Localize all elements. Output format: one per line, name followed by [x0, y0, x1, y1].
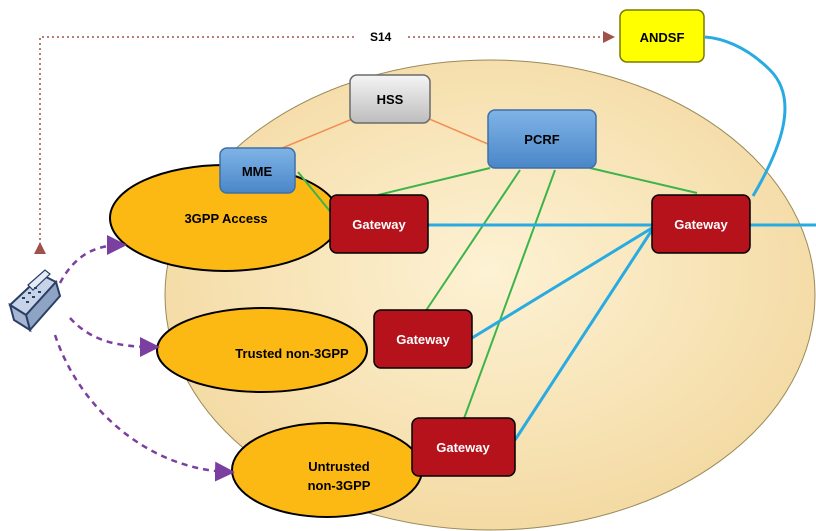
- andsf-node[interactable]: ANDSF: [619, 9, 705, 63]
- gateway-untrusted-label: Gateway: [436, 440, 490, 455]
- hss-pcrf-link: [419, 114, 496, 148]
- access-3gpp-label: 3GPP Access: [184, 211, 267, 226]
- gateway-trusted-node[interactable]: Gateway: [373, 309, 473, 369]
- gateway-untrusted-node[interactable]: Gateway: [411, 417, 516, 477]
- pcrf-node[interactable]: PCRF: [487, 109, 597, 169]
- green-links: [297, 167, 698, 425]
- access-untrusted-label-line2: non-3GPP: [308, 478, 371, 493]
- hss-node[interactable]: HSS: [349, 74, 431, 124]
- gateway-core-label: Gateway: [674, 217, 728, 232]
- mme-label: MME: [242, 164, 273, 179]
- ue-access-links: [53, 235, 235, 482]
- core-network-area: [164, 59, 816, 531]
- gateway-3gpp-label: Gateway: [352, 217, 406, 232]
- mme-node[interactable]: MME: [219, 147, 296, 194]
- gateway-3gpp-node[interactable]: Gateway: [329, 194, 429, 254]
- gateway-trusted-label: Gateway: [396, 332, 450, 347]
- andsf-label: ANDSF: [640, 30, 685, 45]
- blue-links: [428, 35, 816, 441]
- pcrf-label: PCRF: [524, 132, 559, 147]
- access-untrusted-label-line1: Untrusted: [308, 459, 369, 474]
- gateway-core-node[interactable]: Gateway: [651, 194, 751, 254]
- access-trusted-label: Trusted non-3GPP: [235, 346, 349, 361]
- mobile-phone-icon: [8, 269, 62, 333]
- s14-label: S14: [370, 30, 392, 44]
- hss-label: HSS: [377, 92, 404, 107]
